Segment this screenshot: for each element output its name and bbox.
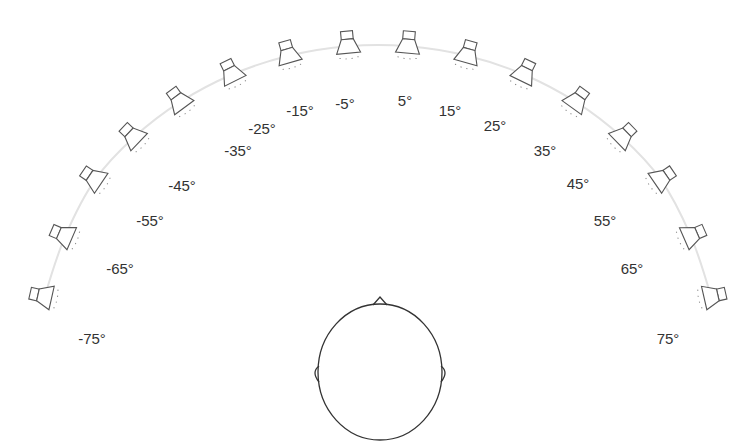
- sound-dots: [398, 56, 416, 60]
- sound-dots: [510, 80, 527, 90]
- sound-dots: [606, 138, 620, 152]
- sound-dots: [229, 80, 246, 90]
- speaker-cone: [454, 46, 481, 66]
- loudspeaker-icon: [643, 161, 680, 197]
- left-ear: [315, 366, 319, 382]
- sound-dots: [72, 232, 81, 249]
- speaker-cone: [35, 283, 54, 309]
- speaker-arc-line: [45, 45, 711, 296]
- loudspeaker-icon: [604, 118, 641, 155]
- head-outline: [318, 304, 442, 440]
- angle-label: -65°: [106, 261, 134, 276]
- loudspeaker-icon: [335, 30, 362, 60]
- angle-label: 25°: [484, 118, 507, 133]
- sound-dots: [696, 290, 702, 308]
- sound-dots: [136, 138, 150, 152]
- sound-dots: [561, 106, 577, 118]
- speaker-cone: [335, 38, 360, 54]
- loudspeaker-icon: [115, 118, 152, 155]
- sound-dots: [54, 290, 60, 308]
- speaker-cone: [609, 124, 636, 151]
- loudspeaker-icon: [162, 83, 198, 120]
- speaker-cone: [54, 222, 76, 250]
- sound-dots: [283, 64, 301, 71]
- right-ear: [441, 366, 445, 382]
- angle-label: 75°: [657, 331, 680, 346]
- speaker-cone: [275, 46, 302, 66]
- sound-dots: [340, 56, 358, 60]
- listener-head: [315, 297, 445, 440]
- loudspeaker-icon: [696, 281, 729, 311]
- speaker-cone: [218, 63, 246, 86]
- loudspeaker-icon: [674, 219, 709, 252]
- speaker-cone: [679, 222, 701, 250]
- sound-dots: [179, 105, 195, 117]
- nose: [373, 297, 387, 305]
- angle-label: -5°: [335, 96, 354, 111]
- angle-label: 5°: [398, 93, 412, 108]
- angle-label: 55°: [594, 213, 617, 228]
- sound-dots: [455, 64, 473, 71]
- angle-label: -35°: [224, 143, 252, 158]
- speaker-cone: [396, 38, 421, 54]
- angle-label: -25°: [248, 121, 276, 136]
- loudspeaker-icon: [27, 281, 60, 311]
- angle-label: 65°: [621, 261, 644, 276]
- loudspeaker-icon: [452, 38, 483, 71]
- loudspeaker-icon: [47, 219, 82, 252]
- sound-dots: [675, 232, 684, 249]
- speaker-cone: [702, 283, 721, 310]
- loudspeaker-icon: [273, 38, 304, 72]
- loudspeaker-icon: [215, 56, 249, 92]
- angle-label: -75°: [78, 331, 106, 346]
- angle-label: 35°: [534, 143, 557, 158]
- angle-label: -45°: [168, 178, 196, 193]
- angle-label: 15°: [439, 103, 462, 118]
- angle-label: 45°: [567, 176, 590, 191]
- loudspeaker-icon: [559, 83, 595, 120]
- speaker-array: [27, 30, 728, 311]
- speaker-cone: [510, 63, 538, 86]
- loudspeaker-icon: [395, 30, 421, 60]
- speaker-arc: [45, 45, 711, 296]
- speaker-cone: [121, 124, 148, 151]
- sound-dots: [99, 178, 111, 194]
- sound-dots: [645, 178, 657, 194]
- loudspeaker-icon: [76, 161, 113, 197]
- angle-label: -55°: [136, 213, 164, 228]
- loudspeaker-icon: [507, 56, 541, 92]
- angle-label: -15°: [286, 103, 314, 118]
